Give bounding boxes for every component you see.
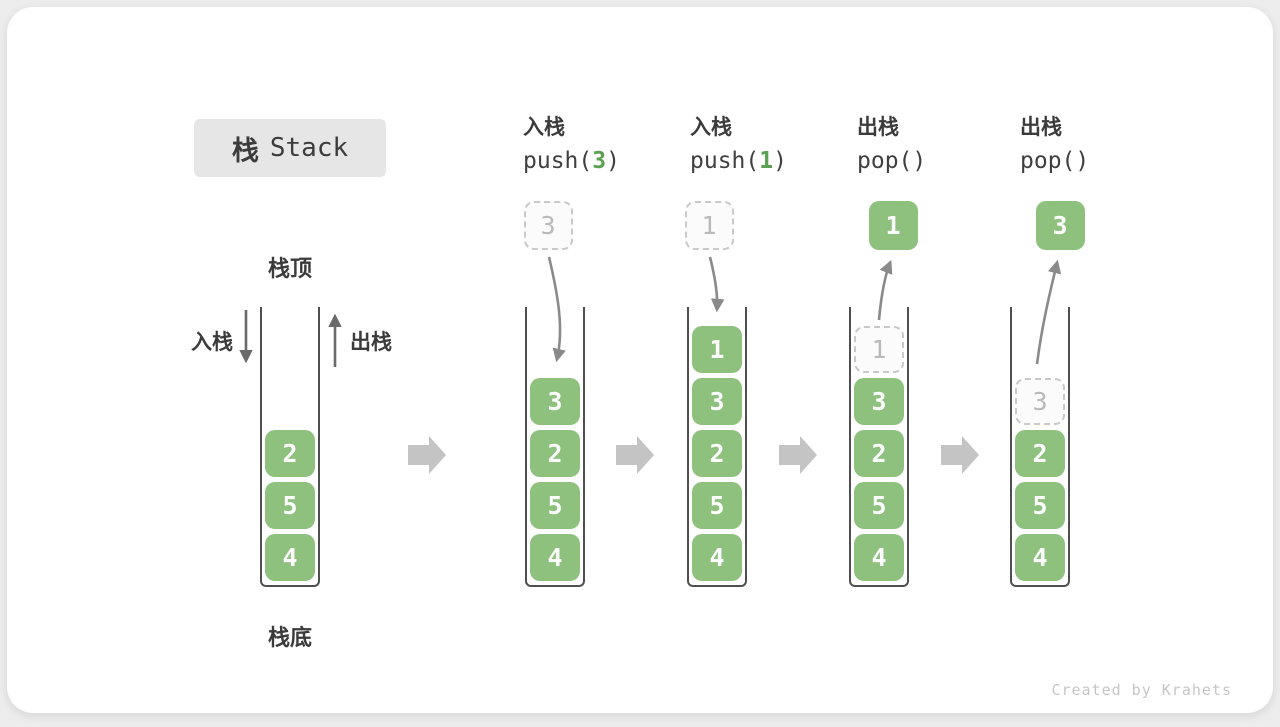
title-text-en: Stack <box>269 133 349 163</box>
title-badge: 栈 Stack <box>194 119 386 177</box>
stack-cell: 5 <box>692 482 742 529</box>
stage-op-label-push-1: 入栈 push(1) <box>690 111 787 174</box>
stage-op-code: pop() <box>857 148 927 174</box>
stack-cell: 3 <box>530 378 580 425</box>
title-text-zh: 栈 <box>231 135 259 166</box>
stack-bottom-label: 栈底 <box>267 625 312 650</box>
stack-cell: 5 <box>530 482 580 529</box>
flow-arrow-icon-3 <box>779 436 817 474</box>
stage-op-label-zh: 入栈 <box>690 116 732 139</box>
stage-op-label-zh: 入栈 <box>523 116 565 139</box>
stage-op-label-push-3: 入栈 push(3) <box>523 111 620 174</box>
stack-cell: 2 <box>692 430 742 477</box>
floating-value-ghost: 3 <box>523 201 573 250</box>
pop-side-label: 出栈 <box>350 331 392 354</box>
stack-cell: 5 <box>265 482 315 529</box>
stack-top-label: 栈顶 <box>267 256 312 281</box>
stack-cell: 4 <box>265 534 315 581</box>
stack-cell: 5 <box>1015 482 1065 529</box>
stage-op-code: pop() <box>1020 148 1090 174</box>
stack-cell: 2 <box>1015 430 1065 477</box>
stack-cell-ghost: 3 <box>1015 378 1065 425</box>
stack-cell: 1 <box>692 326 742 373</box>
stack-cell: 2 <box>265 430 315 477</box>
stage-op-label-zh: 出栈 <box>1020 116 1062 139</box>
flow-arrow-icon-1 <box>408 436 446 474</box>
stack-cell: 4 <box>1015 534 1065 581</box>
stack-cell: 3 <box>854 378 904 425</box>
stack-container-pop-second <box>1010 307 1070 587</box>
stage-op-code: push(1) <box>690 148 787 174</box>
stack-container-pop-first <box>849 307 909 587</box>
stack-cell: 4 <box>854 534 904 581</box>
floating-value-ghost: 1 <box>684 201 734 250</box>
stage-op-code: push(3) <box>523 148 620 174</box>
stage-op-arg: 1 <box>759 148 774 174</box>
stage-op-label-pop-second: 出栈 pop() <box>1020 111 1089 174</box>
watermark: Created by Krahets <box>1051 681 1232 699</box>
push-1-arrow-icon <box>708 256 725 313</box>
flow-arrow-icon-4 <box>941 436 979 474</box>
stack-cell: 2 <box>854 430 904 477</box>
stack-cell-ghost: 1 <box>854 326 904 373</box>
stack-cell: 2 <box>530 430 580 477</box>
stage-op-label-zh: 出栈 <box>857 116 899 139</box>
stage-op-label-pop-first: 出栈 pop() <box>857 111 926 174</box>
flow-arrow-icon-2 <box>616 436 654 474</box>
stack-container-push-1 <box>687 307 747 587</box>
floating-value: 1 <box>868 201 918 250</box>
stage-op-arg: 3 <box>592 148 607 174</box>
push-side-label: 入栈 <box>191 331 233 354</box>
stack-container-push-3 <box>525 307 585 587</box>
stack-cell: 4 <box>530 534 580 581</box>
stack-cell: 5 <box>854 482 904 529</box>
stack-cell: 4 <box>692 534 742 581</box>
stack-cell: 3 <box>692 378 742 425</box>
floating-value: 3 <box>1035 201 1085 250</box>
stack-container-initial <box>260 307 320 587</box>
